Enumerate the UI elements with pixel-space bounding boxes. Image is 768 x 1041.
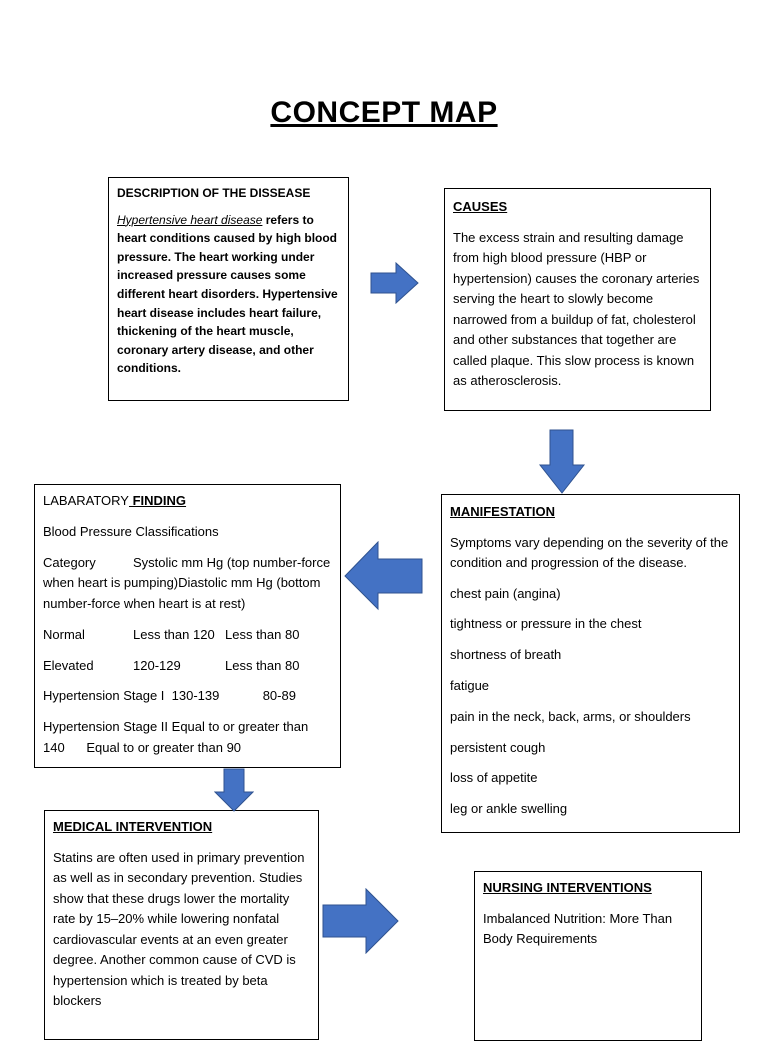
manifestation-item: tightness or pressure in the chest <box>450 616 642 632</box>
description-text: refers to heart conditions caused by hig… <box>117 212 338 376</box>
nursing-interventions-text: Imbalanced Nutrition: More Than Body Req… <box>483 910 673 947</box>
bp-row-systolic: 120-129 <box>133 657 181 673</box>
bp-row-category: Hypertension Stage I <box>43 688 165 704</box>
bp-row-stage-2: Hypertension Stage II Equal to or greate… <box>43 717 332 758</box>
manifestation-heading: MANIFESTATION <box>450 504 555 519</box>
nursing-interventions-box: NURSING INTERVENTIONS Imbalanced Nutriti… <box>474 871 702 1041</box>
bp-row-category: Normal <box>43 626 85 642</box>
description-heading: DESCRIPTION OF THE DISSEASE <box>117 186 311 200</box>
bp-row-normal: Normal Less than 120 Less than 80 <box>43 625 332 646</box>
bp-row-category: Elevated <box>43 657 94 673</box>
description-body: Hypertensive heart disease refers to hea… <box>117 211 340 378</box>
causes-box: CAUSES The excess strain and resulting d… <box>444 188 711 411</box>
nursing-interventions-heading: NURSING INTERVENTIONS <box>483 880 652 895</box>
arrow-down-icon <box>538 429 586 494</box>
bp-row-diastolic: Equal to or greater than 90 <box>86 739 242 755</box>
bp-systolic-label: Systolic mm Hg (top number-force when he… <box>43 554 331 591</box>
manifestation-box: MANIFESTATION Symptoms vary depending on… <box>441 494 740 833</box>
laboratory-box: LABARATORY FINDING Blood Pressure Classi… <box>34 484 341 768</box>
page-title: CONCEPT MAP <box>270 96 498 129</box>
arrow-left-icon <box>344 541 423 611</box>
bp-row-diastolic: Less than 80 <box>225 626 300 642</box>
laboratory-heading: LABARATORY FINDING <box>43 491 332 512</box>
medical-intervention-box: MEDICAL INTERVENTION Statins are often u… <box>44 810 319 1040</box>
manifestation-intro: Symptoms vary depending on the severity … <box>450 534 729 570</box>
bp-row-stage-1: Hypertension Stage I 130-139 80-89 <box>43 686 332 707</box>
arrow-right-icon <box>370 262 419 304</box>
causes-heading: CAUSES <box>453 199 508 214</box>
medical-intervention-heading: MEDICAL INTERVENTION <box>53 819 213 834</box>
bp-diastolic-label: Diastolic mm Hg (bottom number-force whe… <box>43 575 321 611</box>
manifestation-item: pain in the neck, back, arms, or shoulde… <box>450 708 691 724</box>
arrow-right-icon <box>322 888 399 954</box>
bp-row-diastolic: Less than 80 <box>225 657 300 673</box>
bp-classification-title: Blood Pressure Classifications <box>43 523 219 539</box>
manifestation-item: chest pain (angina) <box>450 585 561 601</box>
bp-row-systolic: Equal to or greater than 140 <box>43 719 309 755</box>
manifestation-item: persistent cough <box>450 739 546 755</box>
laboratory-heading-underlined: FINDING <box>128 493 187 508</box>
medical-intervention-text: Statins are often used in primary preven… <box>53 849 305 1009</box>
laboratory-heading-plain: LABARATORY <box>43 493 129 508</box>
bp-row-systolic: 130-139 <box>171 688 220 704</box>
bp-row-systolic: Less than 120 <box>133 626 215 642</box>
description-box: DESCRIPTION OF THE DISSEASE Hypertensive… <box>108 177 349 401</box>
description-term: Hypertensive heart disease <box>117 212 263 227</box>
arrow-down-icon <box>214 768 254 812</box>
bp-row-diastolic: 80-89 <box>262 688 296 704</box>
manifestation-item: leg or ankle swelling <box>450 801 568 817</box>
causes-text: The excess strain and resulting damage f… <box>453 229 700 389</box>
bp-row-elevated: Elevated 120-129 Less than 80 <box>43 656 332 677</box>
manifestation-item: loss of appetite <box>450 770 538 786</box>
bp-row-category: Hypertension Stage II <box>43 719 169 735</box>
manifestation-item: fatigue <box>450 677 490 693</box>
bp-category-label: Category <box>43 554 96 570</box>
manifestation-item: shortness of breath <box>450 647 562 663</box>
